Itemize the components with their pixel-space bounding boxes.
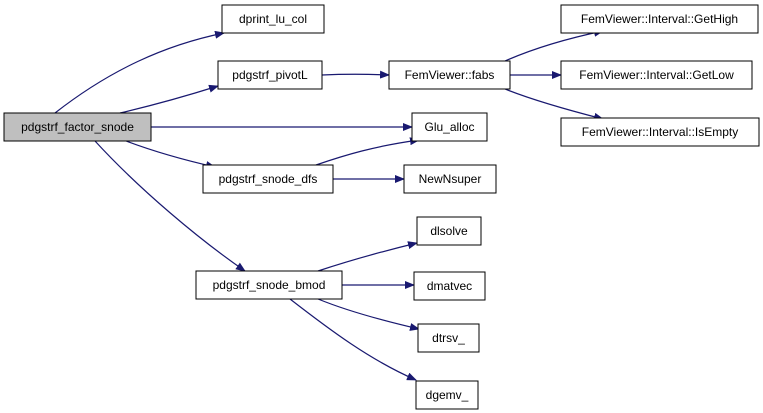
node-dmatvec[interactable]: dmatvec <box>413 271 486 301</box>
node-label: NewNsuper <box>419 172 482 186</box>
node-box <box>415 380 479 410</box>
node-dprint[interactable]: dprint_lu_col <box>221 4 325 34</box>
node-box <box>416 216 482 246</box>
node-box <box>411 112 488 142</box>
node-gethigh[interactable]: FemViewer::Interval::GetHigh <box>560 4 759 34</box>
node-box <box>403 164 497 194</box>
node-label: pdgstrf_snode_bmod <box>213 278 326 292</box>
node-box <box>3 112 152 142</box>
edge-root-to-bmod <box>94 140 246 272</box>
node-label: dtrsv_ <box>432 331 465 345</box>
node-label: dprint_lu_col <box>239 12 307 26</box>
edge-bmod-to-dlsolve <box>317 241 418 272</box>
node-label: pdgstrf_snode_dfs <box>219 172 318 186</box>
edge-fabs-to-isempty <box>504 88 604 121</box>
node-box <box>560 60 753 90</box>
node-dlsolve[interactable]: dlsolve <box>416 216 482 246</box>
node-box <box>560 117 760 147</box>
node-label: FemViewer::Interval::GetHigh <box>581 12 738 26</box>
node-box <box>221 4 325 34</box>
node-box <box>202 164 334 194</box>
node-dfs[interactable]: pdgstrf_snode_dfs <box>202 164 334 194</box>
nodes-layer: pdgstrf_factor_snode dprint_lu_colpdgstrf… <box>3 4 760 410</box>
node-label: FemViewer::Interval::GetLow <box>579 68 734 82</box>
node-label: FemViewer::Interval::IsEmpty <box>582 125 739 139</box>
edge-root-to-dprint <box>54 30 225 114</box>
edge-bmod-to-dgemv <box>289 298 417 381</box>
edge-bmod-to-dtrsv <box>317 298 420 331</box>
node-glu[interactable]: Glu_alloc <box>411 112 488 142</box>
node-box <box>560 4 759 34</box>
node-pivotL[interactable]: pdgstrf_pivotL <box>217 60 323 90</box>
node-label: Glu_alloc <box>424 120 474 134</box>
node-box <box>413 271 486 301</box>
node-label: pdgstrf_factor_snode <box>21 120 134 134</box>
node-label: dlsolve <box>430 224 468 238</box>
node-dgemv[interactable]: dgemv_ <box>415 380 479 410</box>
edges-layer <box>54 28 604 381</box>
edge-dfs-to-glu <box>315 137 420 166</box>
edge-pivotL-to-fabs <box>321 70 390 79</box>
node-isempty[interactable]: FemViewer::Interval::IsEmpty <box>560 117 760 147</box>
node-label: FemViewer::fabs <box>405 68 495 82</box>
node-bmod[interactable]: pdgstrf_snode_bmod <box>195 270 343 300</box>
node-root[interactable]: pdgstrf_factor_snode <box>3 112 152 142</box>
node-box <box>217 60 323 90</box>
node-label: dmatvec <box>427 279 472 293</box>
edge-root-to-dfs <box>125 140 216 169</box>
node-box <box>195 270 343 300</box>
edge-fabs-to-gethigh <box>504 28 604 62</box>
edge-root-to-pivotL <box>119 84 219 114</box>
node-box <box>417 323 480 353</box>
node-getlow[interactable]: FemViewer::Interval::GetLow <box>560 60 753 90</box>
node-dtrsv[interactable]: dtrsv_ <box>417 323 480 353</box>
node-newnsuper[interactable]: NewNsuper <box>403 164 497 194</box>
node-box <box>388 60 511 90</box>
node-fabs[interactable]: FemViewer::fabs <box>388 60 511 90</box>
node-label: pdgstrf_pivotL <box>232 68 308 82</box>
node-label: dgemv_ <box>426 388 469 402</box>
